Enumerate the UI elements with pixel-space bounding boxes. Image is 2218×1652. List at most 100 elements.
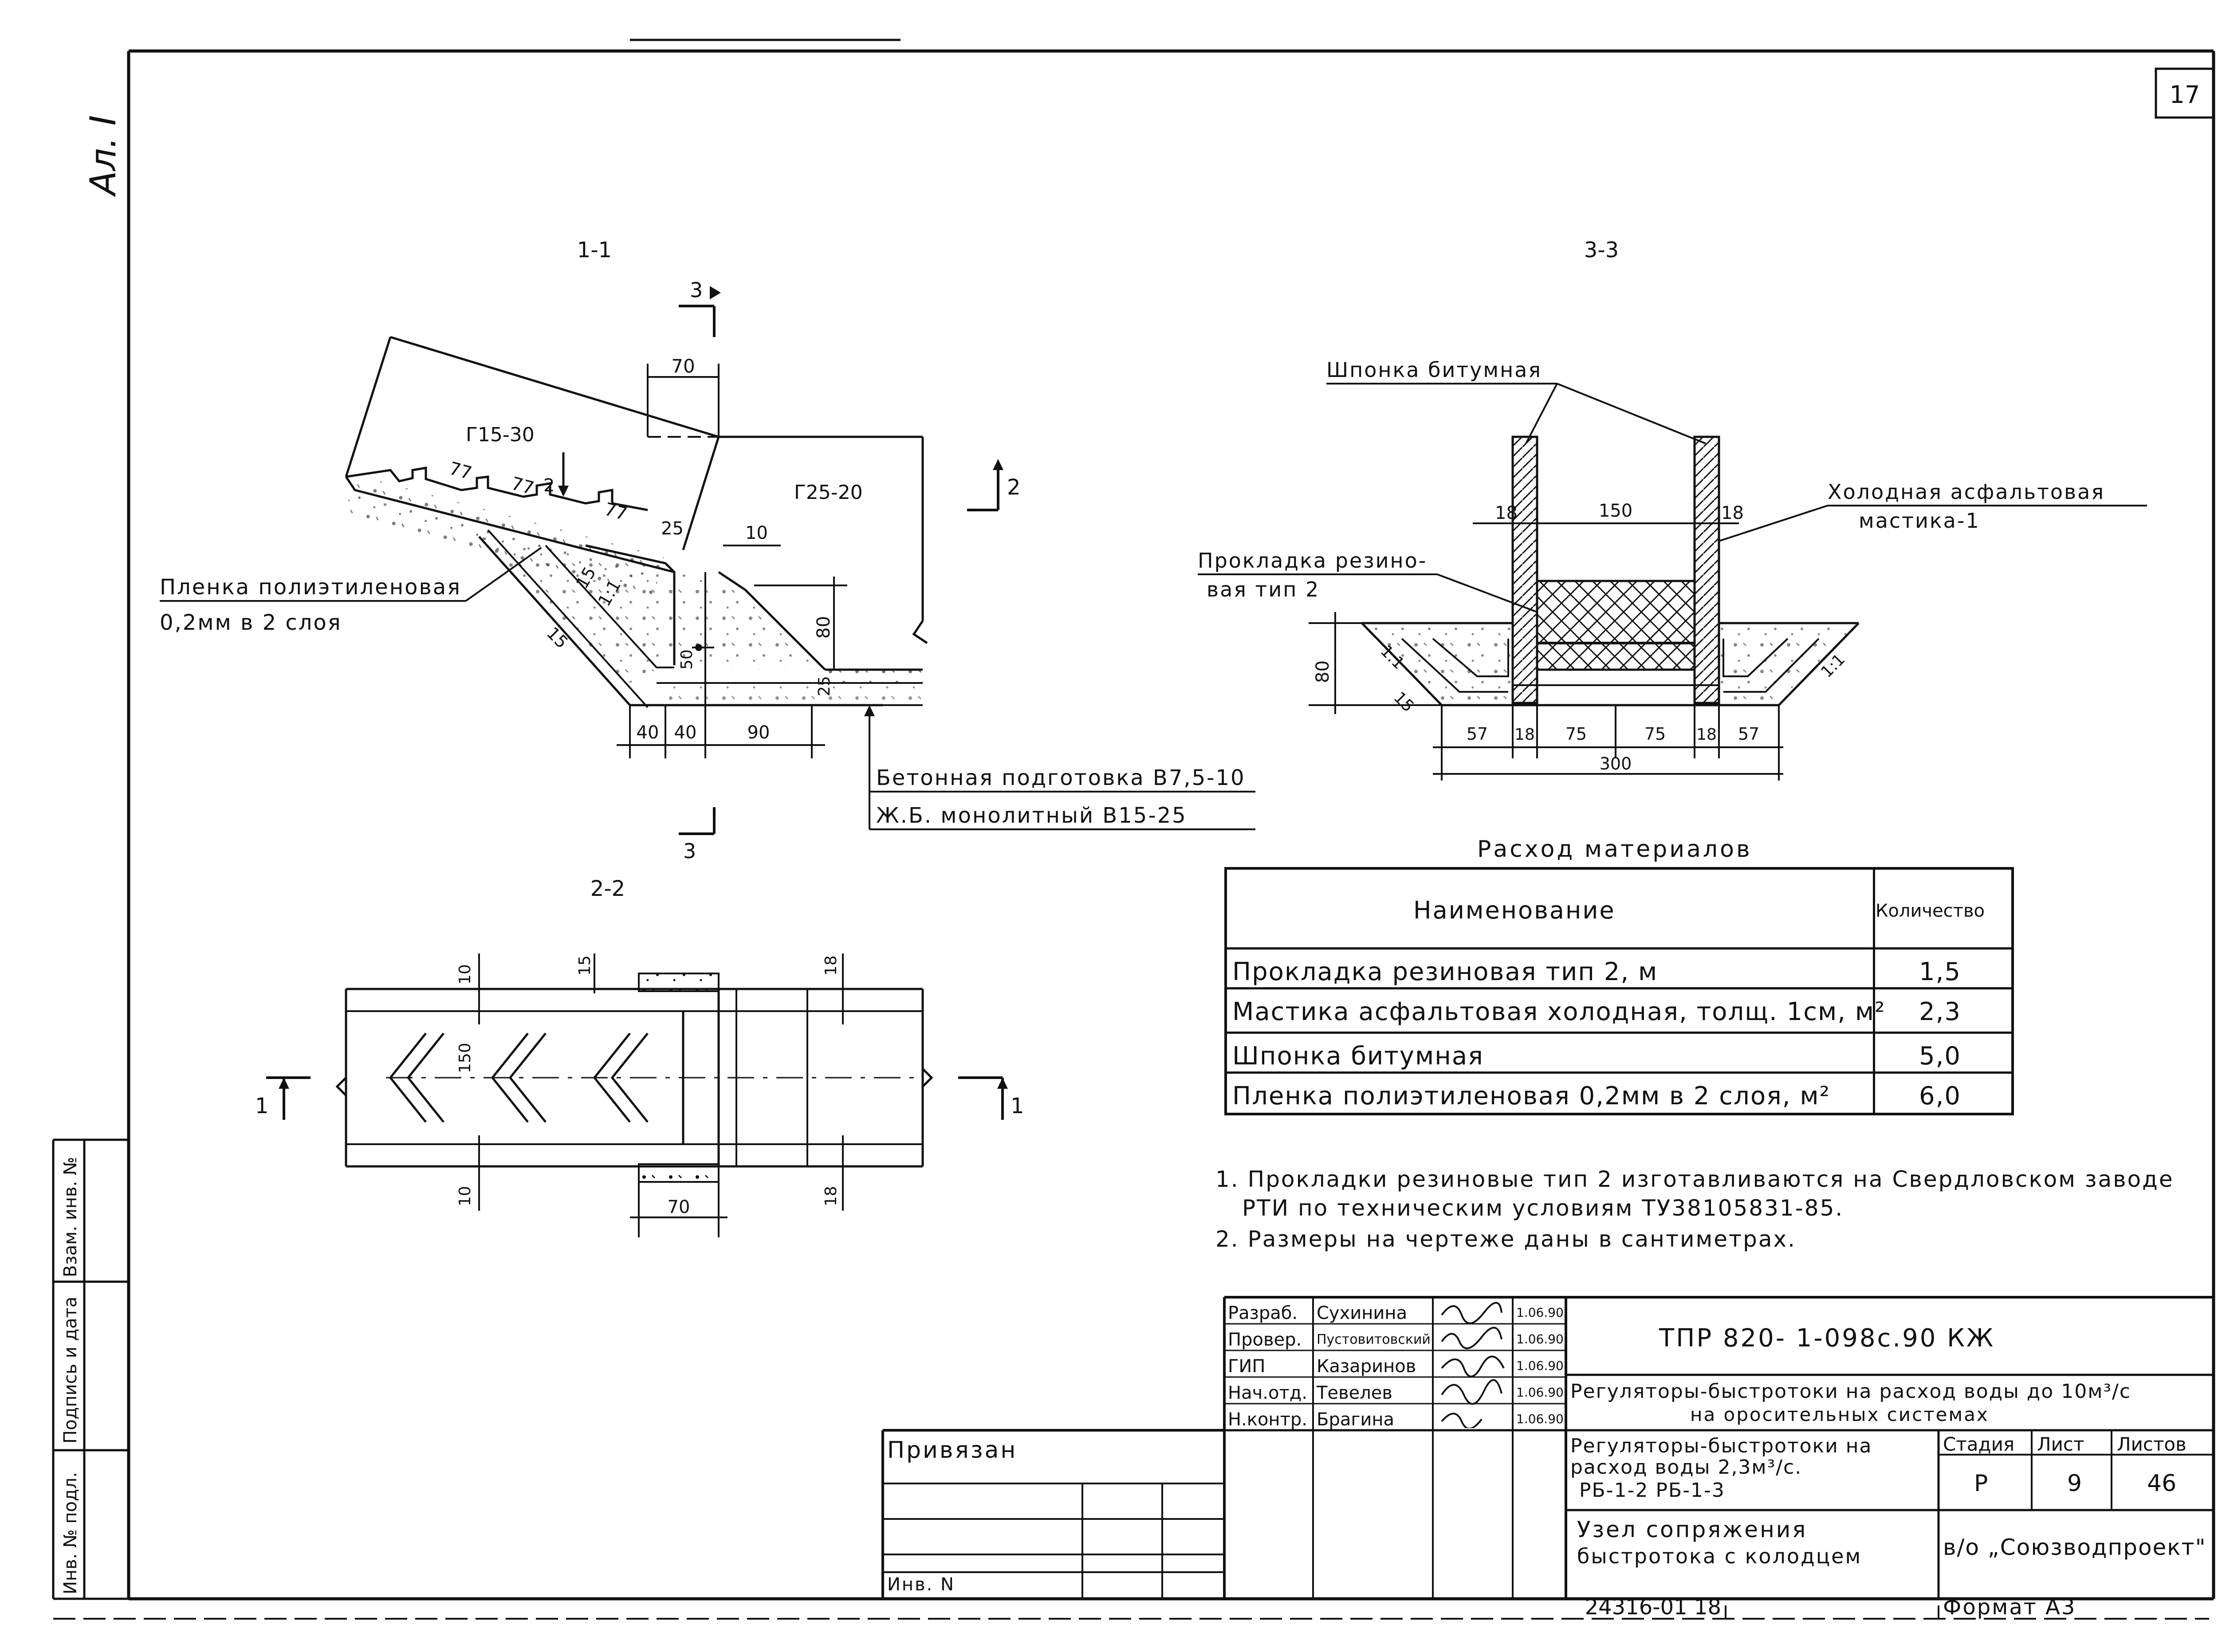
dim-18-top: 18: [822, 955, 840, 976]
dim-18-bottom-left: 18: [1514, 726, 1535, 744]
sheet-value: 9: [2067, 1470, 2082, 1497]
materials-row-qty: 6,0: [1919, 1082, 1962, 1110]
sig-name: Казаринов: [1317, 1356, 1416, 1377]
sig-date: 1.06.90: [1516, 1412, 1564, 1426]
section-3-3: 3-3 Шпонка битумная Холодная асфальтовая…: [1198, 238, 2147, 781]
materials-row-name: Мастика асфальтовая холодная, толщ. 1см,…: [1232, 997, 1886, 1026]
sheet-frame: [127, 49, 2215, 1601]
sig-role: Н.контр.: [1228, 1409, 1307, 1430]
materials-row: Мастика асфальтовая холодная, толщ. 1см,…: [1227, 987, 2011, 1026]
bound-label: Привязан: [887, 1437, 1018, 1464]
label-g25-20: Г25-20: [794, 481, 863, 504]
side-vzam-inv: Взам. инв. №: [60, 1157, 81, 1277]
mastic-label-2: мастика-1: [1859, 509, 1980, 533]
sheets-value: 46: [2147, 1470, 2177, 1497]
project-title-1: Регуляторы-быстротоки на расход воды до …: [1570, 1380, 2131, 1403]
dim-10-top: 10: [456, 964, 474, 985]
cut-2-label-small: 2: [543, 475, 554, 496]
materials-row-name: Прокладка резиновая тип 2, м: [1232, 957, 1658, 986]
monolith-label: Ж.Б. монолитный В15-25: [876, 803, 1187, 828]
subtitle-2: расход воды 2,3м³/с.: [1570, 1456, 1802, 1479]
cut-3-bottom: 3: [683, 839, 696, 863]
dim-75-right: 75: [1644, 724, 1666, 744]
drawing-title-1: Узел сопряжения: [1577, 1517, 1808, 1542]
sig-name: Тевелев: [1317, 1383, 1392, 1403]
gasket-label-1: Прокладка резино-: [1198, 549, 1427, 573]
note-1-line-1: 1. Прокладки резиновые тип 2 изготавлива…: [1215, 1166, 2174, 1192]
section-2-2: 2-2 10 15 18 150 10 18: [255, 876, 1024, 1237]
sig-date: 1.06.90: [1516, 1332, 1564, 1346]
organization: в/о „Союзводпроект": [1943, 1534, 2206, 1560]
materials-row-qty: 2,3: [1919, 997, 1962, 1026]
sheet-header: Лист: [2037, 1433, 2084, 1455]
stage-value: Р: [1974, 1470, 1988, 1497]
materials-row-name: Пленка полиэтиленовая 0,2мм в 2 слоя, м²: [1232, 1082, 1831, 1110]
dim-70-top: 70: [671, 355, 695, 377]
concrete-prep-label: Бетонная подготовка В7,5-10: [876, 765, 1246, 790]
materials-row: Шпонка битумная 5,0: [1227, 1032, 2011, 1071]
dim-40-b: 40: [674, 722, 697, 743]
materials-column-separator: [1873, 870, 1875, 1113]
dim-70-2-2: 70: [668, 1197, 690, 1217]
dim-40-a: 40: [637, 722, 659, 743]
subtitle-1: Регуляторы-быстротоки на: [1570, 1435, 1872, 1457]
dim-75-left: 75: [1565, 724, 1587, 744]
materials-row-name: Шпонка битумная: [1232, 1042, 1484, 1071]
sheet-number-box: [2155, 67, 2215, 119]
sig-name: Брагина: [1317, 1409, 1395, 1430]
footer-format: Формат А3: [1943, 1595, 2076, 1620]
materials-title: Расход материалов: [1477, 836, 1752, 863]
dim-57-right: 57: [1738, 724, 1759, 744]
dim-80-3-3: 80: [1313, 660, 1333, 683]
sig-role: Разраб.: [1228, 1303, 1298, 1323]
materials-row-qty: 1,5: [1919, 957, 1962, 986]
film-label-2: 0,2мм в 2 слоя: [160, 610, 342, 635]
subtitle-3: РБ-1-2 РБ-1-3: [1579, 1479, 1725, 1502]
sig-date: 1.06.90: [1516, 1385, 1564, 1400]
dim-10: 10: [745, 523, 768, 543]
sig-name: Пустовитовский: [1317, 1332, 1431, 1347]
cut-3-top: 3: [690, 278, 703, 302]
section-1-1-title: 1-1: [577, 238, 612, 263]
side-stamp: [52, 1138, 129, 1600]
mastic-label-1: Холодная асфальтовая: [1828, 480, 2105, 504]
dim-18-left: 18: [1495, 503, 1518, 523]
dim-77-a: 77: [447, 458, 474, 484]
key-label: Шпонка битумная: [1326, 358, 1542, 382]
cut-1-left: 1: [255, 1094, 269, 1118]
dim-18-bottom: 18: [822, 1186, 840, 1206]
signature-marks: [1441, 1302, 1505, 1428]
sig-role: ГИП: [1228, 1356, 1266, 1377]
dim-50: 50: [678, 649, 696, 670]
dim-90: 90: [747, 722, 770, 743]
dim-300: 300: [1600, 754, 1632, 773]
dim-150-2-2: 150: [456, 1043, 474, 1073]
sig-name: Сухинина: [1317, 1303, 1408, 1323]
materials-row: Пленка полиэтиленовая 0,2мм в 2 слоя, м²…: [1227, 1071, 2011, 1110]
label-g15-30: Г15-30: [466, 424, 535, 446]
materials-table: Наименование Количество Прокладка резино…: [1224, 867, 2014, 1115]
materials-header-name: Наименование: [1413, 896, 1616, 924]
doc-code: ТПР 820- 1-098с.90 КЖ: [1659, 1324, 1995, 1353]
dim-80: 80: [814, 616, 834, 639]
inv-label: Инв. N: [887, 1574, 955, 1595]
sig-date: 1.06.90: [1516, 1305, 1564, 1320]
dim-18-bottom-right: 18: [1696, 726, 1717, 744]
note-1-line-2: РТИ по техническим условиям ТУ38105831-8…: [1242, 1195, 1844, 1221]
materials-header-qty: Количество: [1876, 901, 1985, 921]
cut-1-right: 1: [1011, 1094, 1024, 1118]
cut-2-marker: 2: [1007, 475, 1021, 500]
dim-15-3-3: 15: [1390, 688, 1417, 715]
dim-25: 25: [661, 518, 684, 539]
side-inv-podl: Инв. № подл.: [60, 1472, 81, 1594]
dim-18-right: 18: [1721, 503, 1744, 523]
sig-role: Нач.отд.: [1228, 1383, 1308, 1403]
note-2: 2. Размеры на чертеже даны в сантиметрах…: [1215, 1226, 1796, 1252]
side-signature-date: Подпись и дата: [60, 1297, 81, 1444]
sig-date: 1.06.90: [1516, 1358, 1564, 1373]
section-1-1: 1-1 3 3 Г15-30 Г25-20 70 77 77 77 2: [160, 238, 1255, 863]
gasket-label-2: вая тип 2: [1207, 577, 1320, 601]
section-2-2-title: 2-2: [590, 876, 625, 901]
footer-code: 24316-01 18: [1585, 1595, 1721, 1620]
title-block-grid: [881, 1296, 2214, 1599]
